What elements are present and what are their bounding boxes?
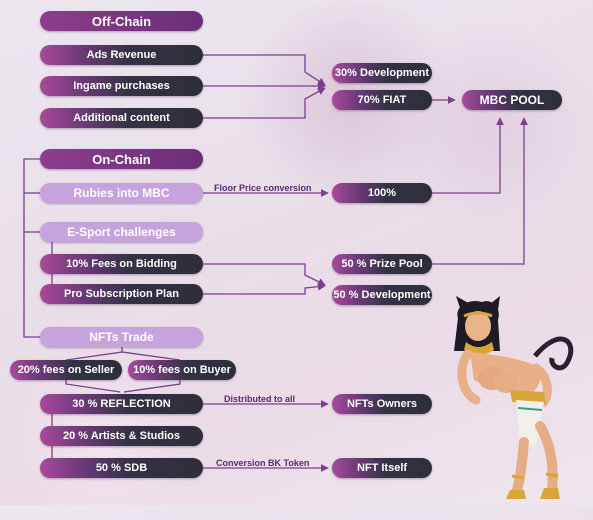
- additional-content-pill: Additional content: [40, 108, 203, 128]
- mbc-pool-pill: MBC POOL: [462, 90, 562, 110]
- on-chain-header: On-Chain: [40, 149, 203, 169]
- off-chain-header: Off-Chain: [40, 11, 203, 31]
- reflection-pill: 30 % REFLECTION: [40, 394, 203, 414]
- buyer-fees-pill: 10% fees on Buyer: [128, 360, 236, 380]
- nfts-split: [65, 346, 181, 361]
- fiat-70-pill: 70% FIAT: [332, 90, 432, 110]
- esport-pill: E-Sport challenges: [40, 222, 203, 242]
- ads-connector: [203, 54, 326, 86]
- development-50-pill: 50 % Development: [332, 285, 432, 305]
- fees-bidding-pill: 10% Fees on Bidding: [40, 254, 203, 274]
- development-30-pill: 30% Development: [332, 63, 432, 83]
- rubies-pill: Rubies into MBC: [40, 183, 203, 203]
- artists-studios-pill: 20 % Artists & Studios: [40, 426, 203, 446]
- character-illustration: [454, 296, 574, 499]
- ingame-purchases-pill: Ingame purchases: [40, 76, 203, 96]
- seller-fees-pill: 20% fees on Seller: [10, 360, 122, 380]
- additional-connector: [203, 87, 326, 119]
- sdb-pill: 50 % SDB: [40, 458, 203, 478]
- flow-connectors: [23, 54, 528, 472]
- floor-price-label: Floor Price conversion: [214, 183, 312, 193]
- pro-subscription-pill: Pro Subscription Plan: [40, 284, 203, 304]
- nft-itself-pill: NFT Itself: [332, 458, 432, 478]
- onchain-spine: [23, 158, 40, 338]
- nfts-trade-pill: NFTs Trade: [40, 327, 203, 347]
- ads-revenue-pill: Ads Revenue: [40, 45, 203, 65]
- prize-to-pool: [432, 117, 528, 265]
- hundred-pill: 100%: [332, 183, 432, 203]
- pro-connector: [203, 282, 326, 295]
- conversion-label: Conversion BK Token: [216, 458, 310, 468]
- hundred-to-pool: [432, 117, 504, 194]
- nfts-owners-pill: NFTs Owners: [332, 394, 432, 414]
- bidding-connector: [203, 263, 326, 286]
- distributed-label: Distributed to all: [224, 394, 296, 404]
- prize-pool-pill: 50 % Prize Pool: [332, 254, 432, 274]
